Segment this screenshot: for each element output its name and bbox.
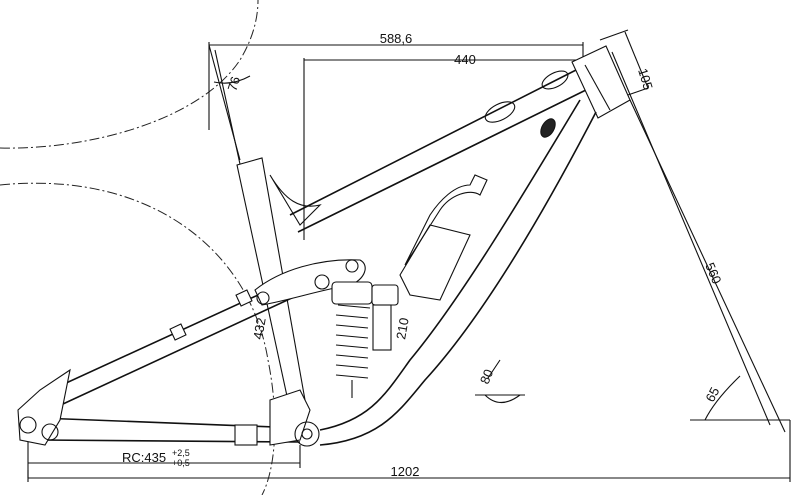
top-wheel-arc: [0, 0, 259, 149]
down-tube: [319, 99, 597, 446]
rear-wheel-arc: [0, 182, 276, 495]
rear-dropout: [17, 368, 71, 446]
chain-stay: [39, 417, 301, 446]
bb-angle-label: 80: [477, 367, 496, 386]
chainstay-tol-plus: +2,5: [172, 448, 190, 458]
reach-label: 588,6: [380, 31, 413, 46]
rocker-link: [254, 259, 366, 306]
seat-tube-label: 432: [250, 317, 269, 341]
head-tube-label: 105: [635, 66, 656, 91]
shock-label: 210: [393, 317, 412, 341]
head-angle-label: 65: [702, 385, 722, 405]
chainstay-tol-minus: +0,5: [172, 458, 190, 468]
rear-shock: [331, 281, 399, 398]
dimension-labels: 588,6 440 105 76 432 210 560 65 RC:435 +…: [122, 31, 725, 479]
dimension-lines: [27, 29, 791, 482]
chainstay-label: RC:435: [122, 450, 166, 465]
seat-angle-label: 76: [225, 75, 244, 93]
water-bottle: [399, 174, 488, 301]
top-tube: [289, 67, 591, 233]
bottom-bracket: [269, 389, 320, 447]
head-tube: [571, 45, 631, 119]
stack-label: 440: [454, 52, 476, 67]
wheelbase-label: 1202: [391, 464, 420, 479]
fork-length-label: 560: [702, 260, 724, 286]
